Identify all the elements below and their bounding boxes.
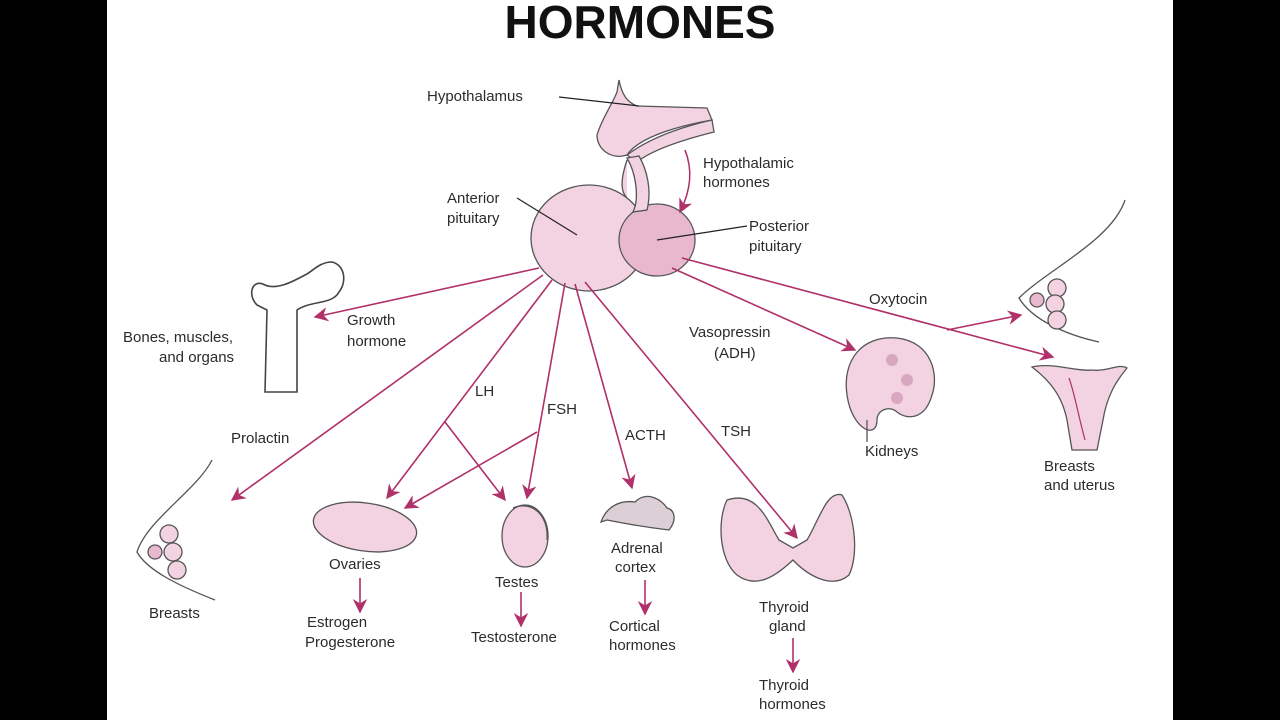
label-kidneys: Kidneys [865, 443, 918, 460]
label-growth-hormone-2: hormone [347, 333, 406, 350]
label-posterior-pituitary-1: Posterior [749, 218, 809, 235]
label-breasts-uterus-1: Breasts [1044, 458, 1095, 475]
hormone-diagram: HORMONES [123, 0, 1128, 713]
label-thyroid-gland-2: gland [769, 618, 806, 635]
bone-illustration [250, 261, 345, 393]
fsh-to-ovaries-arrow [403, 431, 538, 509]
label-thyroid-hormones-2: hormones [759, 696, 826, 713]
vasopressin-arrow [671, 267, 857, 352]
uterus-illustration [1030, 364, 1128, 451]
fsh-to-testes-arrow [522, 282, 566, 500]
acth-arrow [574, 283, 636, 490]
hypothalamic-hormones-arrow [679, 149, 693, 214]
label-fsh: FSH [547, 401, 577, 418]
label-lh: LH [475, 383, 494, 400]
label-estrogen: Estrogen [307, 614, 367, 631]
label-tsh: TSH [721, 423, 751, 440]
label-growth-hormone-1: Growth [347, 312, 395, 329]
label-testes: Testes [495, 574, 538, 591]
posterior-leader [656, 225, 748, 241]
label-hypothalamic-hormones-2: hormones [703, 174, 770, 191]
adrenal-illustration [599, 495, 675, 531]
label-breasts-uterus-2: and uterus [1044, 477, 1115, 494]
label-hypothalamic-hormones-1: Hypothalamic [703, 155, 794, 172]
label-oxytocin: Oxytocin [869, 291, 927, 308]
label-vasopressin-2: (ADH) [714, 345, 756, 362]
lh-to-testes-arrow [444, 421, 506, 502]
kidney-illustration [845, 337, 936, 442]
anterior-leader [516, 197, 578, 236]
right-breast-illustration [1018, 199, 1126, 343]
label-hypothalamus: Hypothalamus [427, 88, 523, 105]
label-testosterone: Testosterone [471, 629, 557, 646]
label-anterior-pituitary-1: Anterior [447, 190, 500, 207]
label-breasts: Breasts [149, 605, 200, 622]
tsh-arrow [584, 281, 798, 540]
hypothalamus-illustration [596, 79, 715, 163]
label-ovaries: Ovaries [329, 556, 381, 573]
oxytocin-uterus-arrow [681, 257, 1055, 361]
label-thyroid-gland-1: Thyroid [759, 599, 809, 616]
growth-hormone-arrow [313, 267, 540, 322]
label-bones-1: Bones, muscles, [123, 329, 233, 346]
label-thyroid-hormones-1: Thyroid [759, 677, 809, 694]
prolactin-arrow [230, 274, 544, 501]
label-bones-2: and organs [159, 349, 234, 366]
label-progesterone: Progesterone [305, 634, 395, 651]
label-adrenal-2: cortex [615, 559, 656, 576]
label-cortical-2: hormones [609, 637, 676, 654]
label-adrenal-1: Adrenal [611, 540, 663, 557]
label-vasopressin-1: Vasopressin [689, 324, 770, 341]
label-cortical-1: Cortical [609, 618, 660, 635]
label-posterior-pituitary-2: pituitary [749, 238, 802, 255]
page-title: HORMONES [505, 0, 776, 48]
hypothalamus-leader [558, 96, 640, 107]
testis-illustration [501, 504, 549, 568]
label-acth: ACTH [625, 427, 666, 444]
slide: HORMONES [107, 0, 1173, 720]
ovary-illustration [312, 501, 418, 553]
label-anterior-pituitary-2: pituitary [447, 210, 500, 227]
oxytocin-breast-arrow [946, 310, 1023, 331]
pituitary-illustration [530, 155, 696, 292]
left-breast-illustration [136, 459, 216, 601]
lh-to-ovaries-arrow [386, 279, 553, 500]
label-prolactin: Prolactin [231, 430, 289, 447]
thyroid-illustration [720, 493, 856, 582]
